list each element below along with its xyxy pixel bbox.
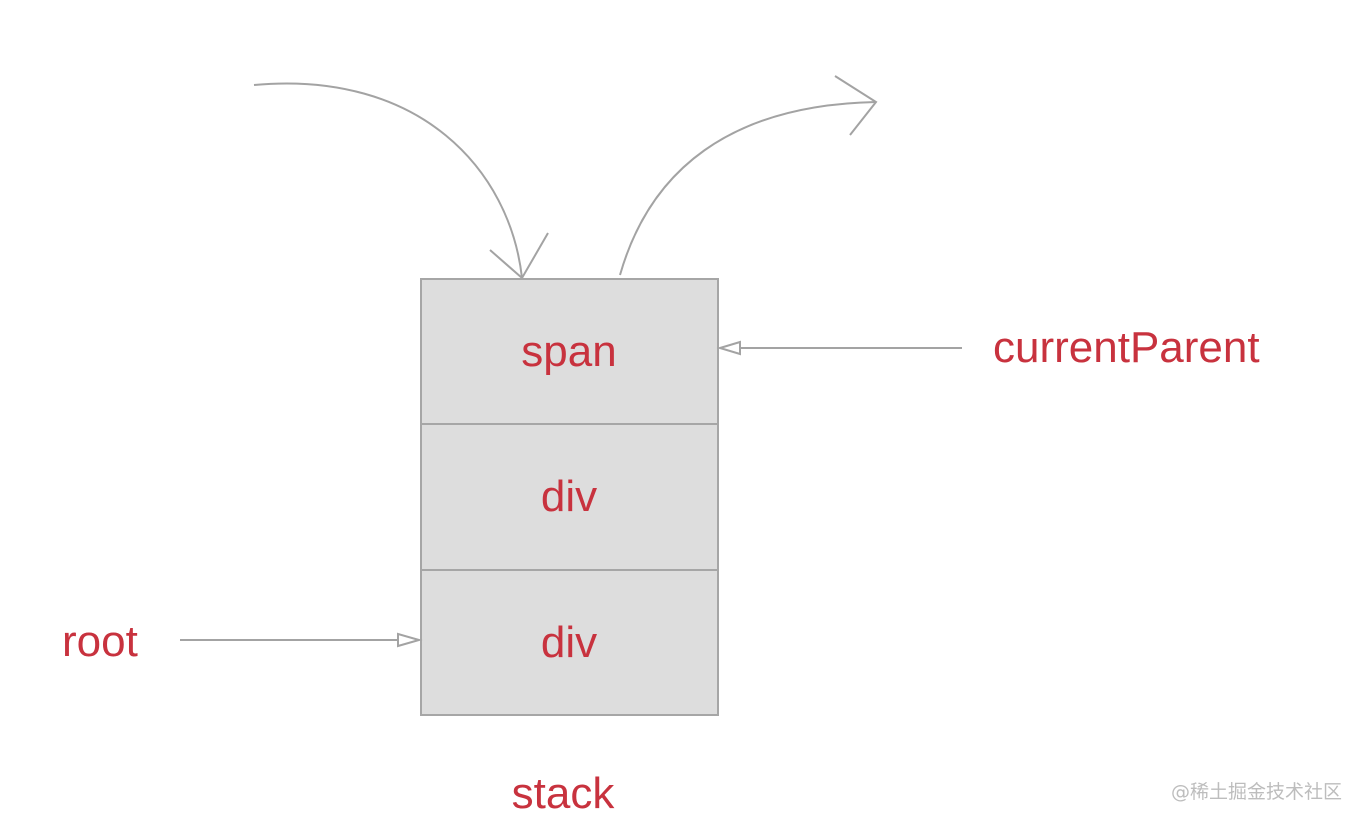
- push-arrow: [253, 82, 549, 280]
- pop-arrow: [619, 75, 878, 276]
- stack-cell-middle: div: [420, 423, 719, 571]
- stack-cell-label: div: [541, 472, 597, 521]
- root-pointer: [180, 632, 423, 648]
- stack-cell-top: span: [420, 278, 719, 425]
- stack-cell-label: span: [521, 327, 616, 376]
- current-parent-label: currentParent: [993, 323, 1260, 372]
- stack-cell-label: div: [541, 618, 597, 667]
- stack-caption: stack: [512, 769, 616, 818]
- stack-cell-bottom: div: [420, 569, 719, 716]
- watermark: @稀土掘金技术社区: [1170, 781, 1342, 803]
- current-parent-pointer: [716, 340, 962, 356]
- root-label: root: [62, 617, 138, 666]
